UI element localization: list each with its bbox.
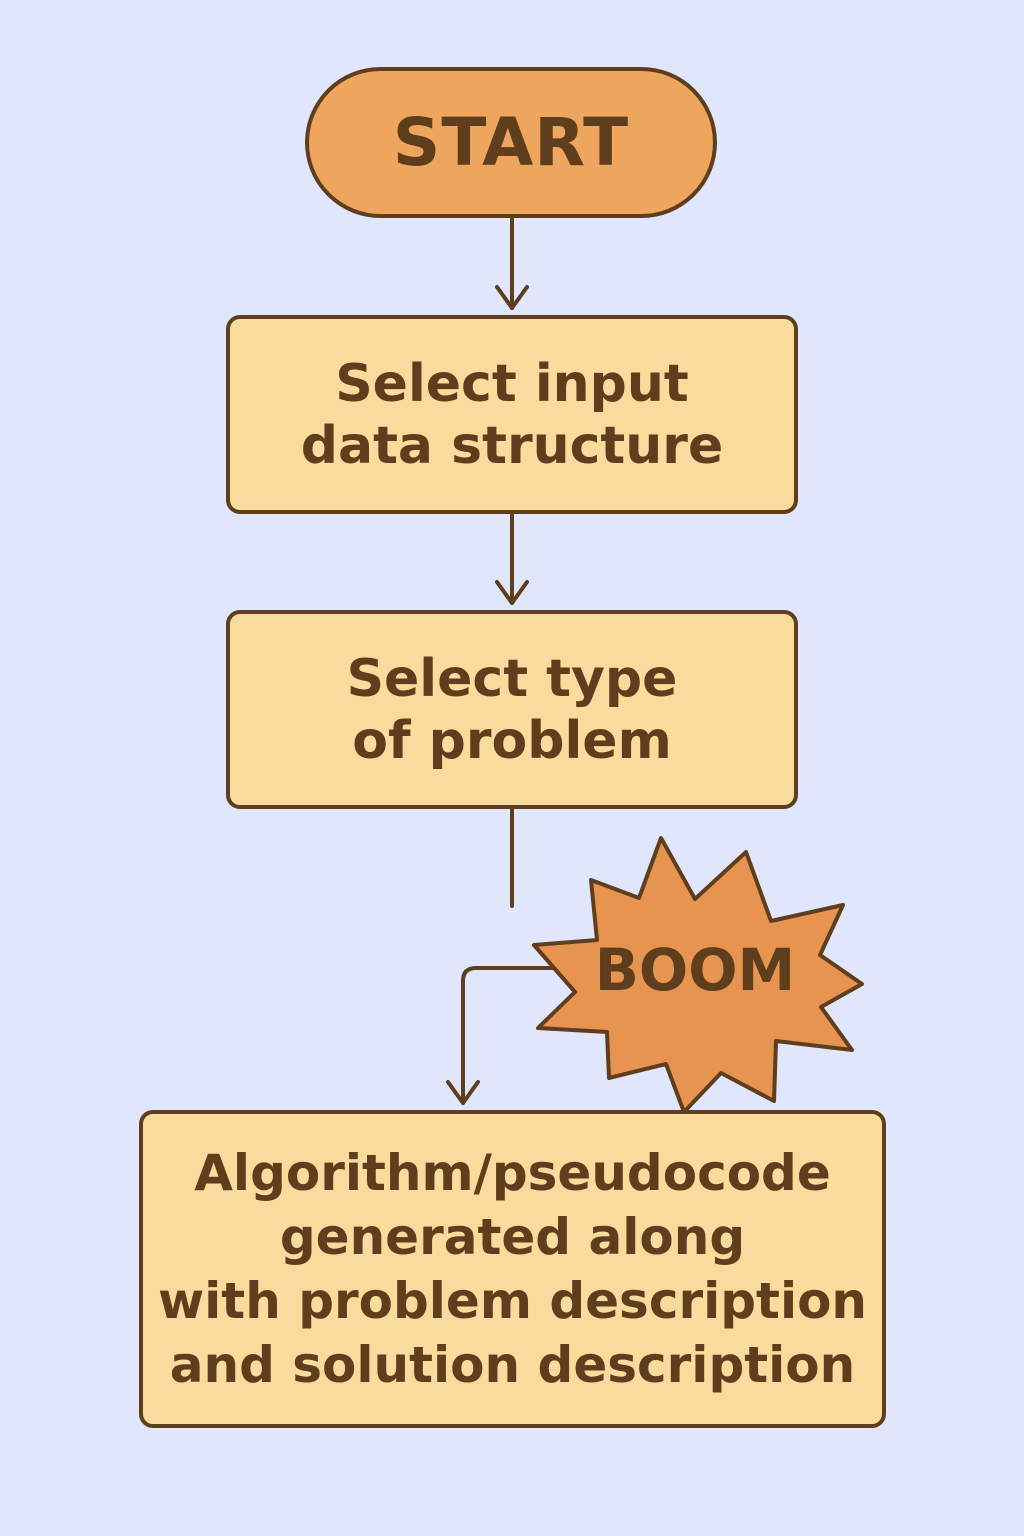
step-3-label: Algorithm/pseudocode generated along wit… [157, 1144, 868, 1394]
connector-boom-to-step-3 [446, 966, 562, 1105]
process-step-select-input: Select input data structure [226, 315, 798, 514]
connector-start-to-step-1 [495, 217, 529, 310]
step-1-label: Select input data structure [300, 353, 724, 476]
arrowhead-icon [495, 580, 529, 605]
start-terminal: START [305, 67, 717, 218]
process-step-select-problem: Select type of problem [226, 610, 798, 809]
connector-step-1-to-step-2 [495, 513, 529, 605]
boom-burst-shape [532, 836, 864, 1114]
start-label: START [392, 104, 630, 181]
boom-label: BOOM [594, 936, 796, 1004]
step-2-label: Select type of problem [346, 648, 678, 771]
arrowhead-icon [495, 285, 529, 310]
process-step-output: Algorithm/pseudocode generated along wit… [139, 1110, 886, 1428]
arrowhead-icon [446, 1080, 480, 1105]
